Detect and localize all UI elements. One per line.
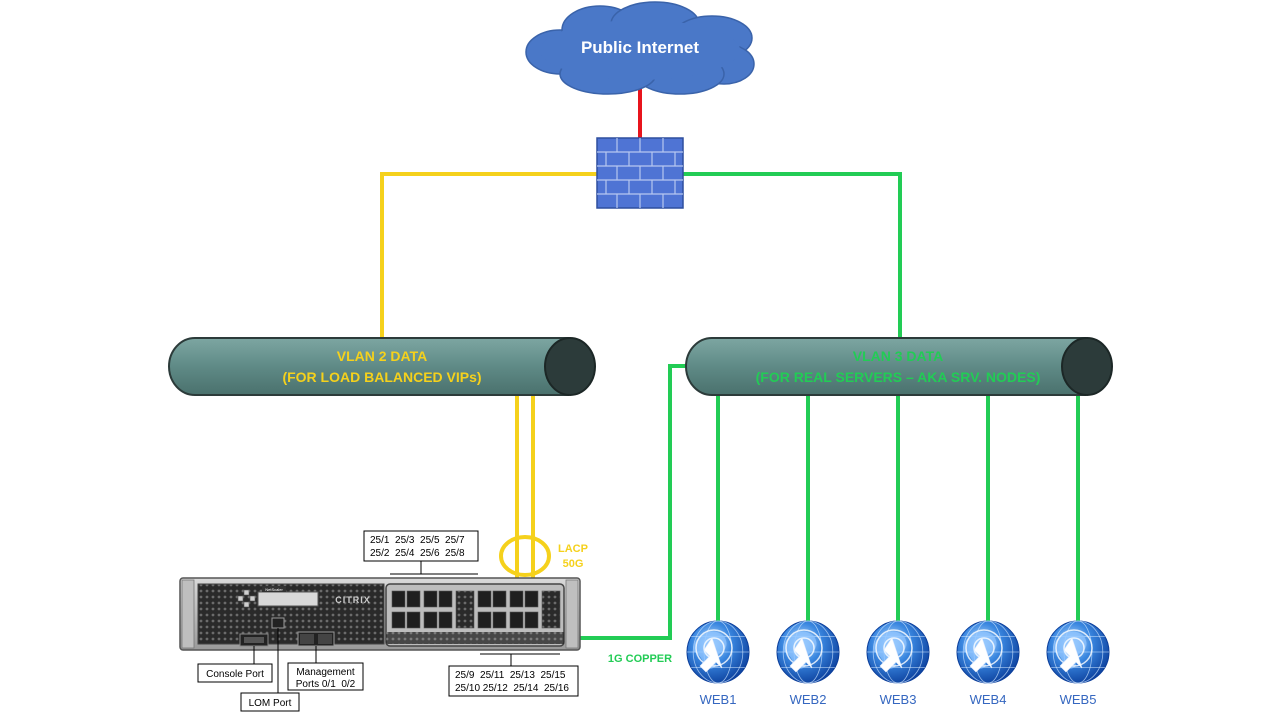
ports-top-callout: 25/1 25/3 25/5 25/7 25/2 25/4 25/6 25/8 [363,530,479,575]
firewall-icon [596,137,684,209]
ports-bottom-row1: 25/9 25/11 25/13 25/15 [455,670,566,681]
vlan3-pipe: VLAN 3 DATA (FOR REAL SERVERS – AKA SRV.… [685,337,1113,396]
vlan2-title: VLAN 2 DATA [337,348,427,364]
globe-icon [956,620,1020,684]
web-server-1: WEB1 [686,620,750,707]
ports-top-row2: 25/2 25/4 25/6 25/8 [370,548,465,559]
lacp-label: LACP [558,543,588,555]
web-server-2: WEB2 [776,620,840,707]
netscaler-appliance: NetScaler CITRIX [179,577,581,651]
port-callouts: Console Port LOM Port Management Ports 0… [197,628,364,712]
web-server-label: WEB2 [790,692,827,707]
web-server-label: WEB4 [970,692,1007,707]
globe-icon [686,620,750,684]
ports-bottom-row2: 25/10 25/12 25/14 25/16 [455,683,569,694]
web-server-3: WEB3 [866,620,930,707]
sfp-port-cage [391,590,561,629]
web-server-label: WEB1 [700,692,737,707]
globe-icon [776,620,840,684]
web-server-label: WEB3 [880,692,917,707]
lacp-speed: 50G [563,558,584,570]
appliance-model-badge: NetScaler [265,587,283,592]
console-port-label: Console Port [206,669,264,680]
web-servers: WEB1 WEB2 WEB3 WEB4 WEB5 [686,620,1110,707]
web-server-5: WEB5 [1046,620,1110,707]
firewall-to-vlan3-link [683,172,902,340]
web-server-4: WEB4 [956,620,1020,707]
vlan3-subtitle: (FOR REAL SERVERS – AKA SRV. NODES) [756,369,1041,385]
management-label: Management [296,667,355,678]
lacp-bundle: LACP 50G [499,535,588,577]
vlan2-pipe: VLAN 2 DATA (FOR LOAD BALANCED VIPs) [168,337,596,396]
appliance-brand: CITRIX [335,595,371,605]
cloud-label: Public Internet [581,38,699,57]
copper-link-label: 1G COPPER [608,653,672,665]
management-ports-label: Ports 0/1 0/2 [296,679,356,690]
ports-top-row1: 25/1 25/3 25/5 25/7 [370,535,465,546]
lom-port [271,617,285,629]
vlan2-subtitle: (FOR LOAD BALANCED VIPs) [282,369,481,385]
firewall-to-vlan2-link [380,172,597,340]
globe-icon [1046,620,1110,684]
vlan3-title: VLAN 3 DATA [853,348,943,364]
web-server-label: WEB5 [1060,692,1097,707]
lom-port-label: LOM Port [249,698,292,709]
ports-bottom-callout: 25/9 25/11 25/13 25/15 25/10 25/12 25/14… [448,653,579,697]
globe-icon [866,620,930,684]
keypad-icon [237,589,256,608]
public-internet-cloud: Public Internet [525,1,755,95]
